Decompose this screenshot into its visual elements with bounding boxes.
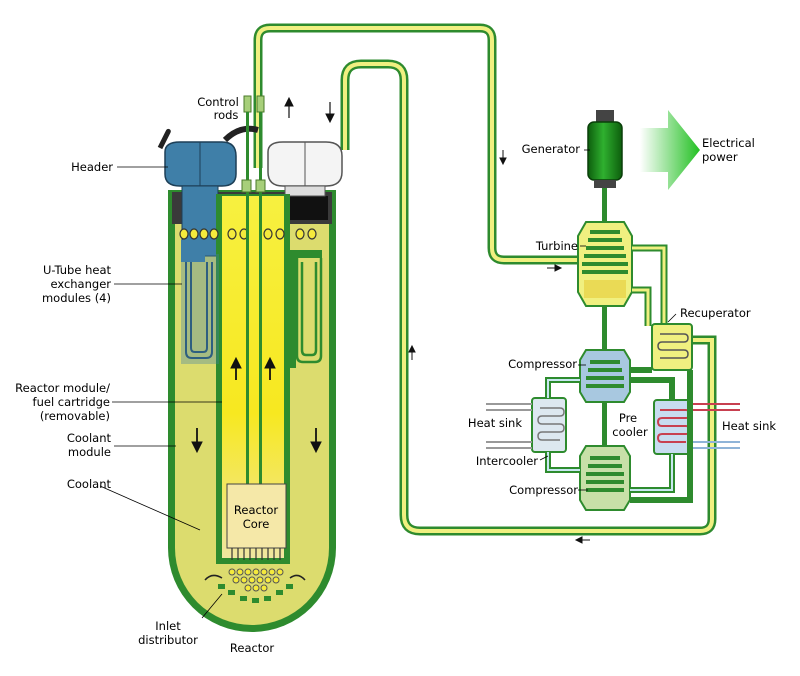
u-tube-exchanger-left bbox=[181, 240, 219, 364]
control-rods bbox=[241, 95, 266, 490]
label-reactor-module: Reactor module/ bbox=[15, 381, 110, 395]
label-pre-cooler: cooler bbox=[612, 425, 648, 439]
intercooler bbox=[531, 397, 567, 453]
flow-arrows-reactor bbox=[191, 96, 590, 544]
label-coolant: Coolant bbox=[67, 477, 112, 491]
hot-leg-pipe bbox=[253, 23, 600, 265]
turbine-shaft bbox=[602, 186, 607, 504]
header-left bbox=[164, 141, 237, 257]
label-inlet-distributor: distributor bbox=[138, 633, 198, 647]
u-tube-exchanger-right bbox=[286, 250, 323, 368]
label-electrical-power: power bbox=[702, 150, 738, 164]
heat-sink-right-lines bbox=[692, 403, 740, 449]
label-coolant-module: module bbox=[68, 445, 111, 459]
distributor-ring-row bbox=[179, 228, 317, 240]
label-coolant-module: Coolant bbox=[67, 431, 112, 445]
heat-sink-left-lines bbox=[486, 403, 532, 449]
label-reactor-core: Reactor bbox=[234, 503, 278, 517]
core-fuel-pins bbox=[231, 548, 281, 560]
inlet-distributor bbox=[204, 568, 306, 603]
leader-lines bbox=[99, 149, 677, 619]
top-plate-black-block bbox=[290, 196, 328, 220]
pcu-piping-inner bbox=[547, 379, 673, 491]
label-reactor-module: fuel cartridge bbox=[33, 395, 110, 409]
label-heat-sink-left: Heat sink bbox=[468, 416, 522, 430]
label-intercooler: Intercooler bbox=[476, 454, 538, 468]
label-u-tube: modules (4) bbox=[42, 291, 111, 305]
label-reactor-module: (removable) bbox=[40, 409, 110, 423]
label-recuperator: Recuperator bbox=[680, 306, 751, 320]
label-pre-cooler: Pre bbox=[619, 411, 637, 425]
label-header: Header bbox=[71, 160, 113, 174]
label-inlet-distributor: Inlet bbox=[155, 619, 181, 633]
label-electrical-power: Electrical bbox=[702, 136, 755, 150]
turbine-bypass-pipe bbox=[632, 286, 652, 326]
header-pipe-stub bbox=[222, 125, 259, 143]
reactor-core bbox=[226, 483, 287, 549]
cold-leg-pipe bbox=[340, 59, 717, 536]
compressor-top bbox=[579, 349, 631, 403]
label-u-tube: exchanger bbox=[50, 277, 111, 291]
generator bbox=[587, 110, 623, 188]
label-generator: Generator bbox=[522, 142, 581, 156]
label-heat-sink-right: Heat sink bbox=[722, 419, 776, 433]
pre-cooler bbox=[653, 399, 693, 455]
label-reactor: Reactor bbox=[230, 641, 274, 655]
label-compressor-top: Compressor bbox=[508, 357, 577, 371]
label-control-rods: rods bbox=[214, 108, 239, 122]
recuperator bbox=[651, 323, 693, 371]
turbine bbox=[577, 221, 633, 307]
label-reactor-core: Core bbox=[243, 517, 270, 531]
label-control-rods: Control bbox=[197, 95, 239, 109]
compressor-bottom bbox=[579, 445, 631, 511]
label-u-tube: U-Tube heat bbox=[43, 263, 112, 277]
label-compressor-bottom: Compressor bbox=[509, 483, 578, 497]
electrical-power-arrow bbox=[640, 110, 700, 190]
header-pipe-stub bbox=[157, 128, 171, 150]
label-turbine: Turbine bbox=[535, 239, 578, 253]
header-right bbox=[267, 141, 343, 197]
